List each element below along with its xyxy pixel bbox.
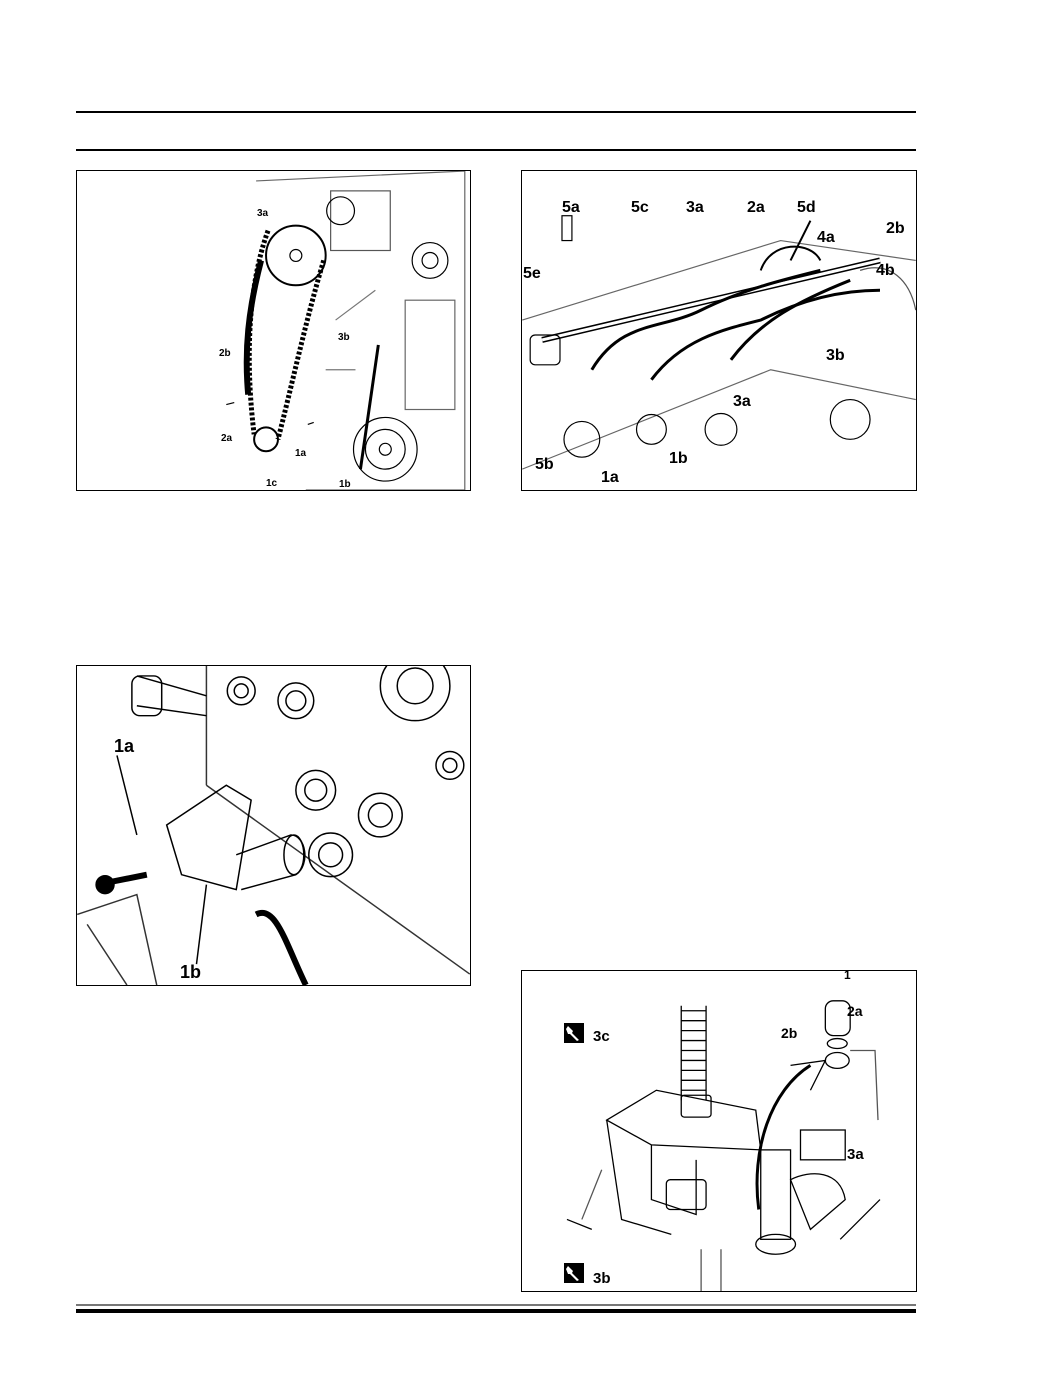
callout-3b: 3b — [338, 332, 350, 343]
figure-injector-pipes: 5a 5c 3a 2a 5d 2b 4a 4b 5e 3b 3a 1b 1a 5… — [521, 170, 917, 491]
callout-1b: 1b — [180, 962, 202, 982]
wrench-icon — [564, 1263, 584, 1283]
callout-3a-top: 3a — [686, 199, 704, 216]
callout-4a: 4a — [817, 229, 835, 246]
callout-1: 1 — [844, 970, 851, 982]
callout-5c: 5c — [631, 199, 649, 216]
callout-3a: 3a — [733, 393, 751, 410]
wrench-icon — [564, 1023, 584, 1043]
callout-3a: 3a — [257, 208, 269, 219]
figure-timing-chain: 3a 3b 2b 2a 1a 1c 1b — [76, 170, 471, 491]
figure-tensioner: 1a 1b — [76, 665, 471, 986]
callout-1a: 1a — [114, 736, 135, 756]
header-rule-top — [76, 111, 916, 113]
callout-1a: 1a — [601, 469, 619, 486]
callout-3b: 3b — [593, 1270, 611, 1287]
callout-1b: 1b — [339, 479, 351, 490]
callout-1c: 1c — [266, 478, 278, 489]
timing-chain-illustration — [226, 171, 466, 490]
callout-4b: 4b — [876, 262, 895, 279]
callout-2b: 2b — [781, 1025, 798, 1041]
header-rule-bottom — [76, 149, 916, 151]
tensioner-illustration — [77, 666, 470, 985]
callout-2b: 2b — [219, 348, 231, 359]
callout-3c: 3c — [593, 1028, 610, 1045]
callout-2b: 2b — [886, 220, 905, 237]
figure-injector-puller: 1 2a 2b 3c 3a 3b — [521, 970, 917, 1292]
footer-rule-thick — [76, 1309, 916, 1313]
callout-1a: 1a — [295, 448, 307, 459]
injector-pipes-illustration — [522, 215, 916, 470]
callout-2a: 2a — [847, 1003, 863, 1019]
callout-5b: 5b — [535, 456, 554, 473]
callout-5e: 5e — [523, 265, 541, 282]
injector-puller-illustration — [566, 1000, 881, 1291]
callout-3b: 3b — [826, 347, 845, 364]
callout-2a: 2a — [221, 433, 233, 444]
callout-1b: 1b — [669, 450, 688, 467]
callout-2a: 2a — [747, 199, 765, 216]
footer-rule-thin — [76, 1304, 916, 1306]
callout-5d: 5d — [797, 199, 816, 216]
callout-3a: 3a — [847, 1146, 864, 1163]
callout-5a: 5a — [562, 199, 580, 216]
